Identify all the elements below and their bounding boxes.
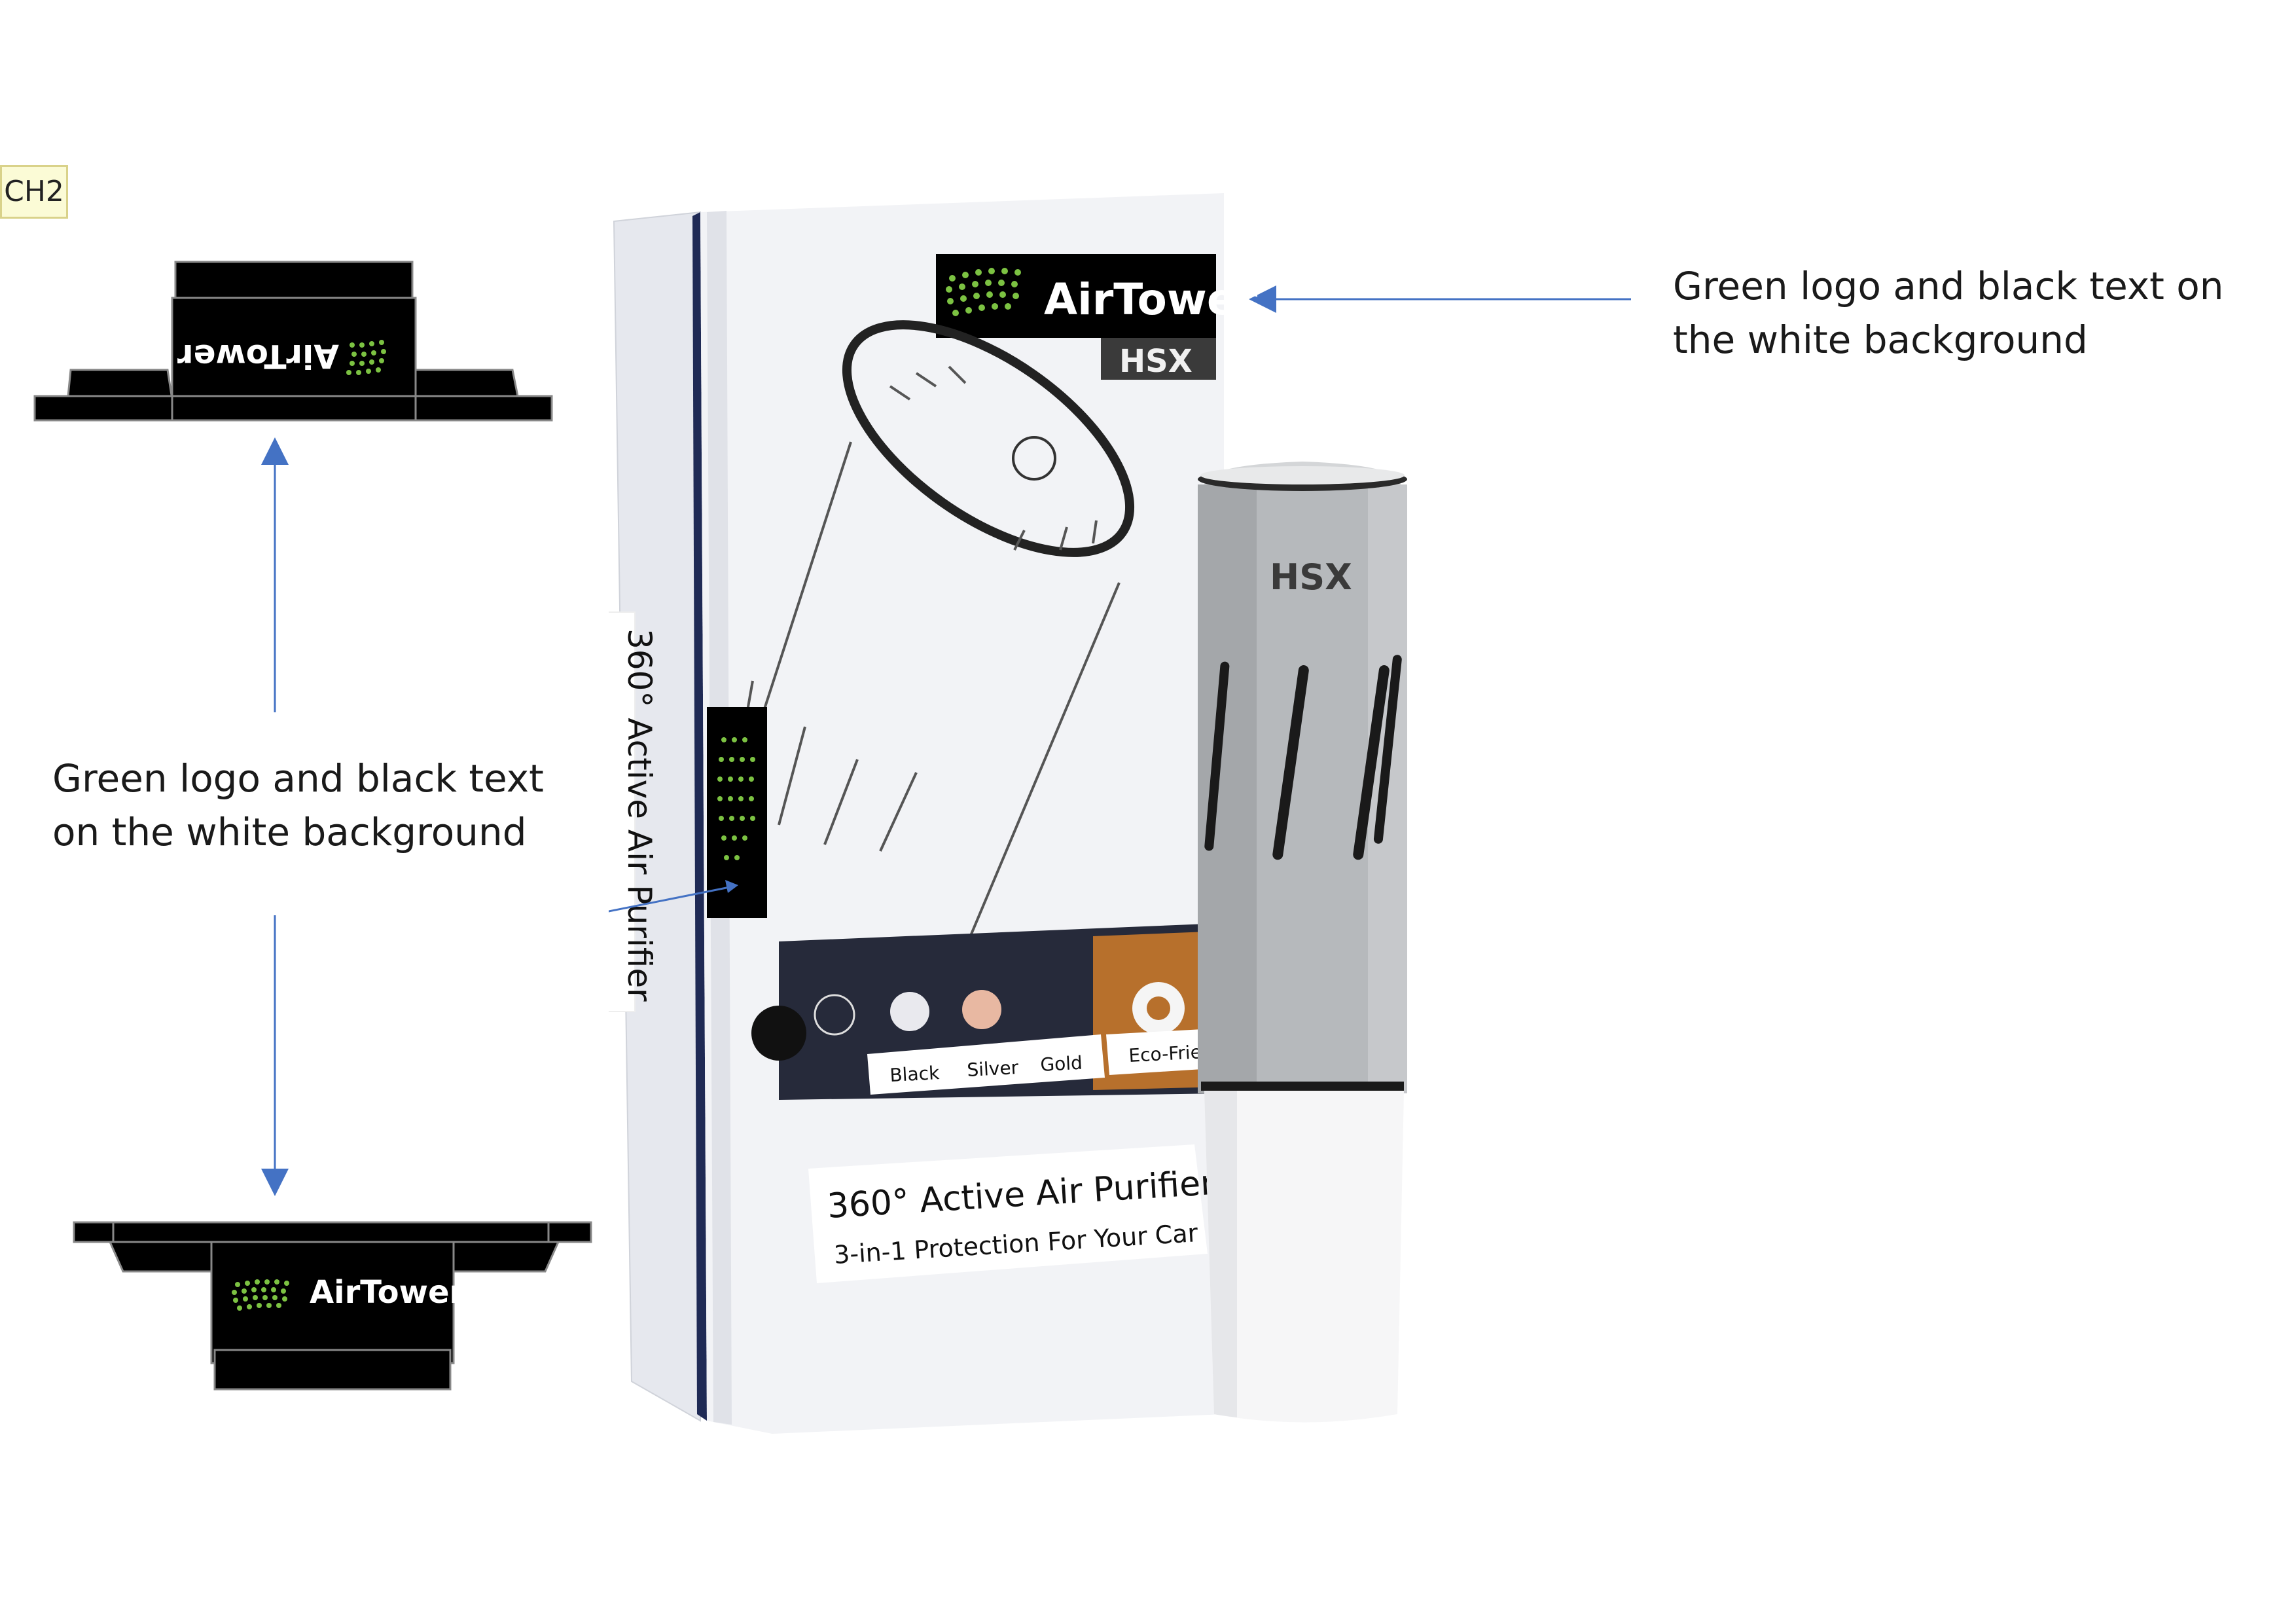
box-template-bottom: AirTower: [73, 1221, 592, 1391]
color-label-silver: Silver: [967, 1057, 1020, 1081]
side-tab-title: 360° Active Air Purifier: [620, 629, 658, 1002]
annotation-left-line-1: Green logo and black text: [52, 756, 544, 801]
annotation-left: Green logo and black text on the white b…: [52, 752, 544, 859]
color-label-black: Black: [889, 1062, 941, 1086]
box-template-top-brand: AirTower: [177, 337, 339, 375]
leaf-logo-icon: [946, 268, 1021, 316]
swatch-black: [814, 994, 855, 1036]
scribble-mark: [751, 1006, 806, 1061]
swatch-silver: [890, 992, 929, 1031]
leaf-logo-icon: [232, 1279, 289, 1311]
swatch-gold: [962, 990, 1001, 1029]
arrow-to-side-logo: [609, 886, 730, 913]
ch2-tag: CH2: [0, 165, 68, 219]
annotation-left-line-2: on the white background: [52, 810, 527, 854]
purifier-device: HSX: [1198, 462, 1407, 1423]
annotation-right-line-1: Green logo and black text on: [1673, 264, 2224, 308]
color-label-gold: Gold: [1040, 1052, 1083, 1076]
side-tab: [609, 611, 636, 1012]
box-front-logo-band: [936, 254, 1216, 338]
box-template-top: AirTower: [33, 261, 553, 422]
box-front-brand: AirTower: [1044, 274, 1258, 325]
annotation-right: Green logo and black text on the white b…: [1673, 259, 2224, 367]
box-title-card: [808, 1144, 1208, 1283]
side-logo-strip: [707, 707, 767, 918]
color-label-strip: [867, 1034, 1105, 1095]
box-template-bottom-brand: AirTower: [310, 1274, 465, 1311]
product-box-photo: AirTower HSX 360° Active Air Purifier 3-…: [609, 193, 1407, 1434]
device-sub-brand: HSX: [1270, 556, 1352, 598]
box-front-sub-brand: HSX: [1119, 343, 1193, 380]
leaf-logo-icon: [717, 737, 755, 860]
annotation-right-line-2: the white background: [1673, 318, 2088, 362]
leaf-logo-icon: [346, 340, 386, 375]
